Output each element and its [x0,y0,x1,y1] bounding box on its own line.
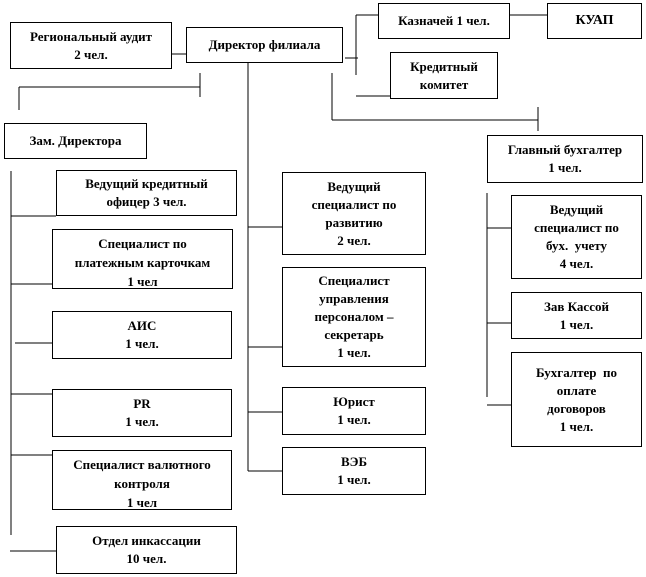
node-label: PR [133,396,151,411]
node-cashier-head: Зав Кассой 1 чел. [511,292,642,339]
node-deputy-director: Зам. Директора [4,123,147,159]
node-chief-accountant: Главный бухгалтер 1 чел. [487,135,643,183]
node-label: платежным карточкам [74,255,211,270]
node-label: управления [319,291,389,306]
node-lawyer: Юрист 1 чел. [282,387,426,435]
node-label: Ведущий [327,178,381,194]
node-label: Зам. Директора [29,133,122,148]
node-label: Ведущий кредитный [85,176,208,191]
node-kuap: КУАП [547,3,642,39]
node-branch-director: Директор филиала [186,27,343,63]
node-headcount: 10 чел. [126,551,167,566]
node-headcount: 1 чел. [559,418,594,434]
node-label: Директор филиала [208,37,321,52]
node-label: КУАП [575,13,614,28]
node-label: специалист по [311,196,397,212]
node-label: специалист по [534,220,619,235]
node-lead-credit-officer: Ведущий кредитный офицер 3 чел. [56,170,237,216]
node-label: Кредитный [410,58,478,74]
node-label: Специалист по [98,236,187,251]
node-headcount: 1 чел. [559,316,594,332]
node-label: Бухгалтер по [536,364,617,380]
node-label: Специалист валютного [73,457,211,472]
node-label: договоров [547,400,606,416]
node-headcount: 1 чел. [337,345,371,360]
node-label: комитет [419,76,469,92]
node-label: Региональный аудит [29,28,153,44]
node-payment-cards-specialist: Специалист по платежным карточкам 1 чел [52,229,233,289]
node-label: контроля [114,476,170,491]
node-headcount: 2 чел. [337,232,371,248]
node-hr-secretary: Специалист управления персоналом – секре… [282,267,426,367]
node-label: развитию [325,214,383,230]
node-veb: ВЭБ 1 чел. [282,447,426,495]
node-contract-payment-accountant: Бухгалтер по оплате договоров 1 чел. [511,352,642,447]
node-label: Зав Кассой [544,298,609,314]
node-label: Юрист [333,394,375,409]
node-headcount: 1 чел. [337,412,371,427]
node-label: оплате [556,382,597,398]
node-currency-control-specialist: Специалист валютного контроля 1 чел [52,450,232,510]
node-label: Ведущий [549,202,604,217]
node-label: Главный бухгалтер [507,142,623,157]
node-treasurer: Казначей 1 чел. [378,3,510,39]
node-headcount: 1 чел. [548,160,582,175]
node-headcount: 1 чел. [125,414,159,429]
node-label: персоналом – [314,309,394,324]
node-credit-committee: Кредитный комитет [390,52,498,99]
node-pr: PR 1 чел. [52,389,232,437]
node-label: ВЭБ [340,454,368,469]
node-label: Отдел инкассации [92,533,201,548]
node-label: Специалист [318,273,390,288]
node-headcount: 1 чел [126,495,158,510]
node-ais: АИС 1 чел. [52,311,232,359]
node-headcount: 2 чел. [74,46,108,62]
node-headcount: 1 чел. [337,472,371,487]
node-label: секретарь [324,327,384,342]
node-lead-accounting-specialist: Ведущий специалист по бух. учету 4 чел. [511,195,642,279]
node-label: Казначей 1 чел. [398,13,490,28]
node-lead-development-specialist: Ведущий специалист по развитию 2 чел. [282,172,426,255]
node-label: офицер 3 чел. [106,194,187,209]
node-headcount: 1 чел [127,274,158,289]
node-collection-department: Отдел инкассации 10 чел. [56,526,237,574]
node-headcount: 4 чел. [559,256,594,271]
node-regional-audit: Региональный аудит 2 чел. [10,22,172,69]
node-headcount: 1 чел. [125,336,159,351]
node-label: бух. учету [545,238,608,253]
node-label: АИС [127,318,157,333]
